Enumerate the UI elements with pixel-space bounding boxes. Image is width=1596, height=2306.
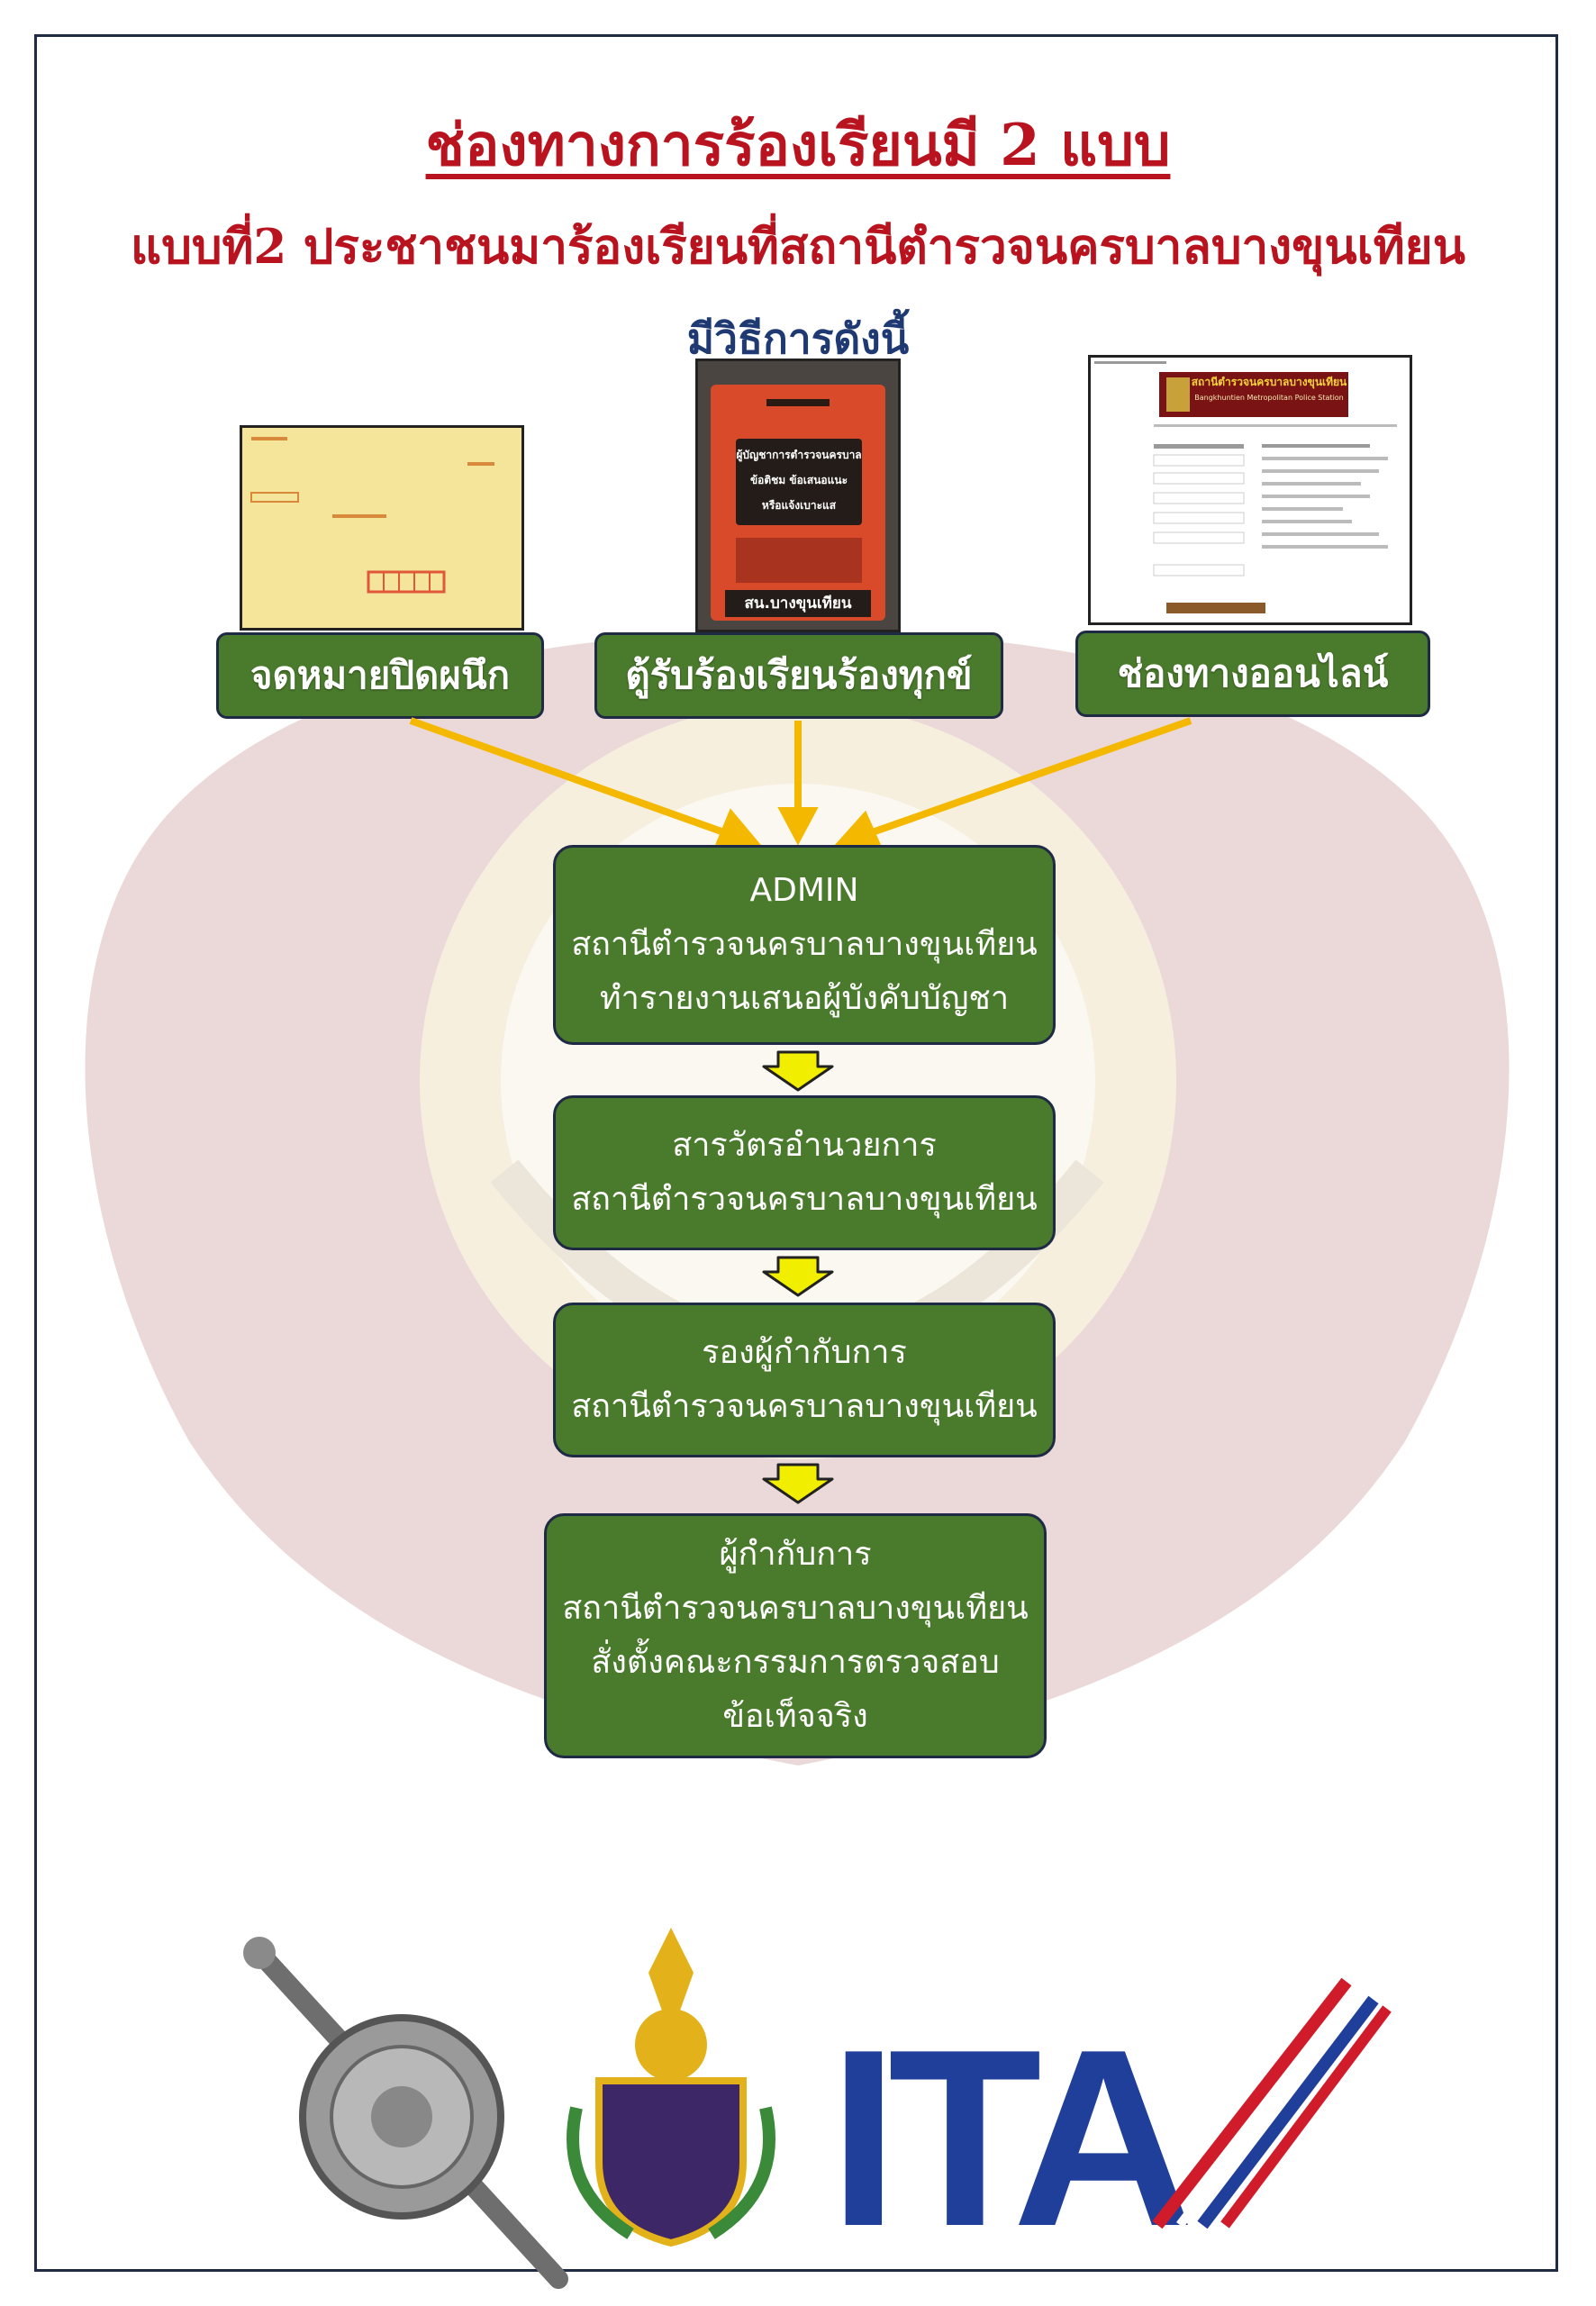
website-banner-en: Bangkhuntien Metropolitan Police Station	[1194, 394, 1344, 402]
intro-text: มีวิธีการดังนี้	[686, 314, 910, 363]
page-title: ช่องทางการร้องเรียนมี 2 แบบ	[425, 112, 1171, 179]
mailbox-station-label: สน.บางขุนเทียน	[744, 595, 852, 613]
flow-step-superintendent-line-1: ผู้กำกับการ	[719, 1536, 872, 1573]
page-border	[34, 34, 1558, 2272]
channel-sealed-letter: จดหมายปิดผนึก	[216, 632, 544, 719]
flow-step-superintendent-line-3: สั่งตั้งคณะกรรมการตรวจสอบ	[591, 1644, 1000, 1681]
page-subtitle: แบบที่2 ประชาชนมาร้องเรียนที่สถานีตำรวจน…	[131, 219, 1465, 275]
website-screenshot: สถานีตำรวจนครบาลบางขุนเทียน Bangkhuntien…	[1088, 355, 1412, 625]
mailbox-sign-line-1: ผู้บัญชาการตำรวจนครบาล	[736, 449, 862, 461]
flow-step-deputy-line-1: รองผู้กำกับการ	[702, 1334, 907, 1371]
flow-step-superintendent: ผู้กำกับการ สถานีตำรวจนครบาลบางขุนเทียน …	[544, 1513, 1047, 1758]
flow-step-superintendent-line-2: สถานีตำรวจนครบาลบางขุนเทียน	[562, 1590, 1029, 1627]
website-banner-th: สถานีตำรวจนครบาลบางขุนเทียน	[1191, 376, 1347, 388]
flow-step-deputy-line-2: สถานีตำรวจนครบาลบางขุนเทียน	[571, 1388, 1038, 1425]
flow-step-superintendent-line-4: ข้อเท็จจริง	[722, 1698, 868, 1735]
flow-step-admin-line-3: ทำรายงานเสนอผู้บังคับบัญชา	[599, 980, 1010, 1017]
flow-step-deputy-superintendent: รองผู้กำกับการ สถานีตำรวจนครบาลบางขุนเที…	[553, 1303, 1056, 1457]
channel-online: ช่องทางออนไลน์	[1075, 631, 1430, 717]
envelope-photo	[240, 425, 524, 631]
flow-step-admin-line-1: ADMIN	[749, 872, 859, 909]
channel-complaint-box: ตู้รับร้องเรียนร้องทุกข์	[594, 632, 1003, 719]
mailbox-photo: ผู้บัญชาการตำรวจนครบาล ข้อติชม ข้อเสนอแน…	[695, 359, 901, 632]
flow-step-inspector-line-1: สารวัตรอำนวยการ	[672, 1127, 937, 1164]
flow-step-inspector-line-2: สถานีตำรวจนครบาลบางขุนเทียน	[571, 1181, 1038, 1218]
flow-step-inspector: สารวัตรอำนวยการ สถานีตำรวจนครบาลบางขุนเท…	[553, 1095, 1056, 1250]
mailbox-sign-line-2: ข้อติชม ข้อเสนอแนะ	[749, 474, 848, 486]
mailbox-sign-line-3: หรือแจ้งเบาะแส	[761, 499, 837, 512]
flow-step-admin: ADMIN สถานีตำรวจนครบาลบางขุนเทียน ทำรายง…	[553, 845, 1056, 1045]
flow-step-admin-line-2: สถานีตำรวจนครบาลบางขุนเทียน	[571, 926, 1038, 963]
